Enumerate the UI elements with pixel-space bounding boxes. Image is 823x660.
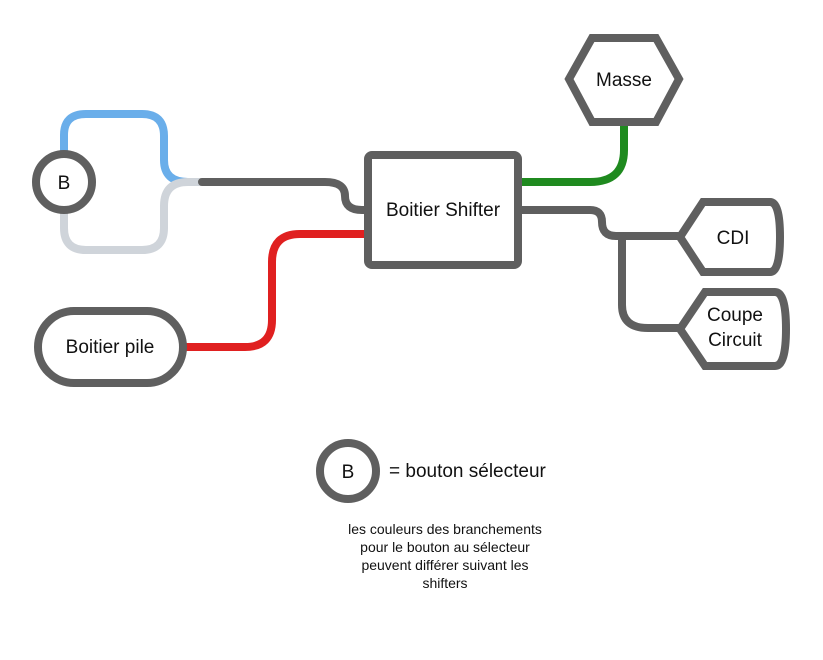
shifter-label: Boitier Shifter	[386, 200, 501, 221]
coupe-circuit-node: Coupe Circuit	[675, 288, 791, 370]
wire-green-shifter-to-masse	[516, 121, 628, 186]
wire-blue	[60, 110, 206, 186]
cdi-shape	[675, 198, 785, 276]
wire-light-grey	[60, 178, 206, 254]
note-line-4: shifters	[422, 575, 468, 591]
legend-text: = bouton sélecteur	[389, 461, 547, 482]
shifter-box	[364, 151, 522, 269]
boitier-pile-shape	[34, 307, 187, 387]
wire-grey-b-to-shifter	[198, 178, 374, 214]
note-line-2: pour le bouton au sélecteur	[360, 539, 530, 555]
coupe-circuit-shape	[675, 288, 791, 370]
cdi-node: CDI	[675, 198, 785, 276]
b-button-label: B	[58, 173, 71, 194]
coupe-circuit-label-line1: Coupe	[707, 305, 763, 326]
note-line-3: peuvent différer suivant les	[361, 557, 529, 573]
note-line-1: les couleurs des branchements	[348, 521, 542, 537]
shifter-node: Boitier Shifter	[364, 151, 522, 269]
legend-b-circle	[316, 439, 380, 503]
color-disclaimer-note: les couleurs des branchements pour le bo…	[320, 520, 570, 592]
boitier-pile-node: Boitier pile	[34, 307, 187, 387]
wire-grey-shifter-to-coupe-circuit	[618, 232, 684, 332]
masse-label: Masse	[596, 70, 652, 91]
boitier-pile-label: Boitier pile	[66, 337, 155, 358]
b-button-circle	[32, 150, 96, 214]
wire-red-pile-to-shifter	[183, 230, 372, 351]
coupe-circuit-label-line2: Circuit	[708, 330, 763, 351]
cdi-label: CDI	[717, 228, 750, 249]
masse-hexagon	[564, 34, 684, 126]
legend: B = bouton sélecteur	[316, 439, 547, 503]
wire-grey-shifter-to-cdi	[516, 206, 684, 240]
b-button-node: B	[32, 150, 96, 214]
masse-node: Masse	[564, 34, 684, 126]
legend-b-label: B	[342, 462, 355, 483]
